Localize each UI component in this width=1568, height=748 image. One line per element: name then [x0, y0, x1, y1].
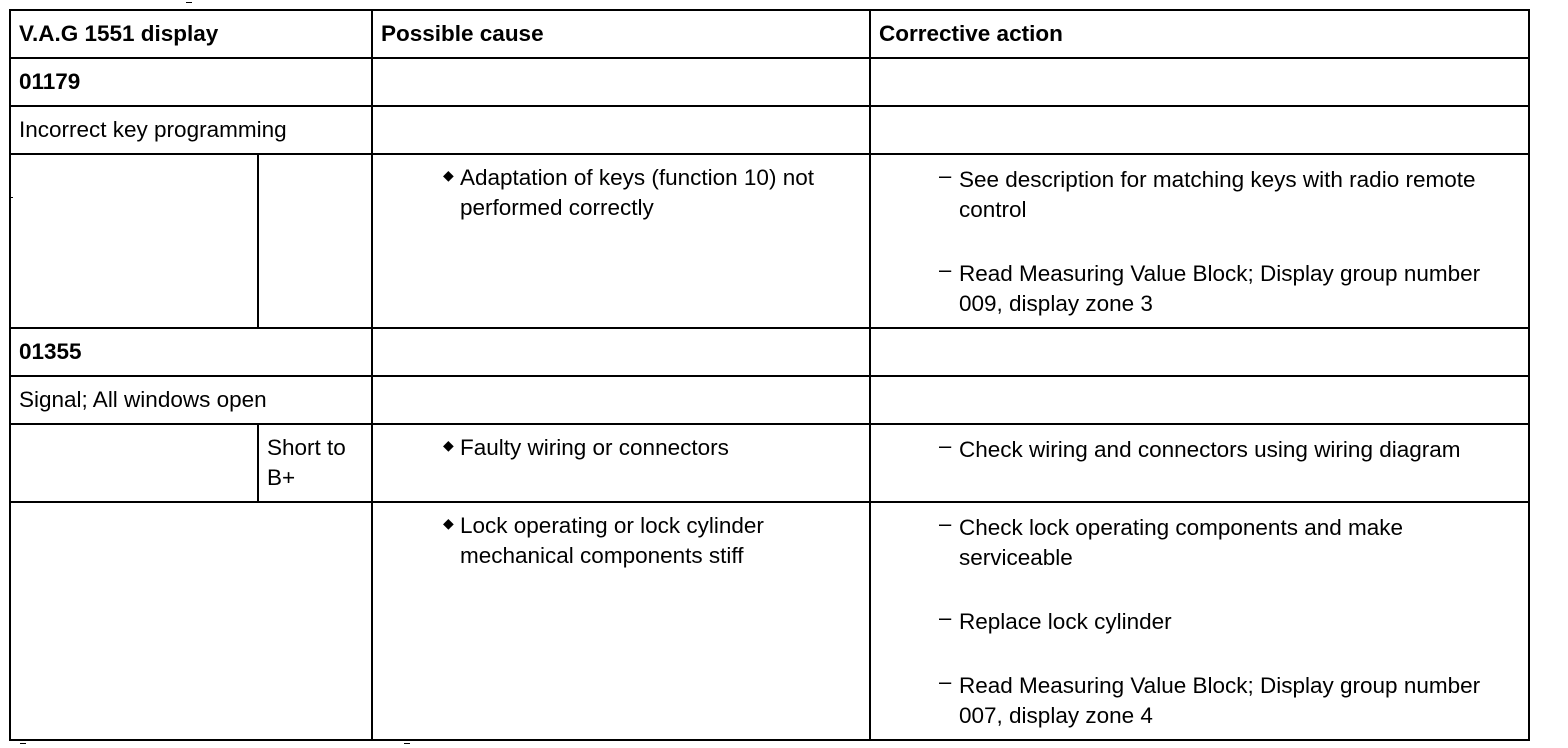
scan-tick-mark [20, 743, 26, 744]
action-item: – Read Measuring Value Block; Display gr… [879, 257, 1520, 319]
empty-cell [869, 327, 1530, 377]
fault-code: 01355 [9, 327, 373, 377]
cause-item: ◆ Adaptation of keys (function 10) not p… [381, 163, 861, 223]
cause-cell: ◆ Faulty wiring or connectors [371, 423, 871, 503]
action-text: See description for matching keys with r… [959, 167, 1476, 222]
action-cell: – See description for matching keys with… [869, 153, 1530, 329]
empty-cell [9, 153, 259, 329]
action-cell: – Check wiring and connectors using wiri… [869, 423, 1530, 503]
action-text: Read Measuring Value Block; Display grou… [959, 261, 1481, 316]
action-text: Check wiring and connectors using wiring… [959, 437, 1461, 462]
empty-cell [371, 327, 871, 377]
cause-text: Adaptation of keys (function 10) not per… [460, 165, 814, 220]
action-item: – Check lock operating components and ma… [879, 511, 1520, 573]
dash-bullet-icon: – [939, 669, 952, 694]
cause-text: Lock operating or lock cylinder mechanic… [460, 513, 764, 568]
action-text: Read Measuring Value Block; Display grou… [959, 673, 1481, 728]
scan-tick-mark [186, 2, 192, 3]
dash-bullet-icon: – [939, 511, 952, 536]
action-cell: – Check lock operating components and ma… [869, 501, 1530, 741]
table-row: 01355 [9, 327, 1530, 377]
empty-cell [371, 105, 871, 155]
cause-cell: ◆ Lock operating or lock cylinder mechan… [371, 501, 871, 741]
table-row: Signal; All windows open [9, 375, 1530, 425]
header-action: Corrective action [869, 9, 1530, 59]
table-row: ◆ Adaptation of keys (function 10) not p… [9, 153, 1530, 329]
empty-cell [371, 375, 871, 425]
empty-cell [869, 375, 1530, 425]
empty-cell [9, 501, 373, 741]
fault-code: 01179 [9, 57, 373, 107]
action-item: – See description for matching keys with… [879, 163, 1520, 225]
action-item: – Replace lock cylinder [879, 605, 1520, 637]
table-row: 01179 [9, 57, 1530, 107]
header-row: V.A.G 1551 display Possible cause Correc… [9, 9, 1530, 59]
cause-text: Faulty wiring or connectors [460, 435, 729, 460]
dash-bullet-icon: – [939, 257, 952, 282]
action-item: – Read Measuring Value Block; Display gr… [879, 669, 1520, 731]
dash-bullet-icon: – [939, 433, 952, 458]
dash-bullet-icon: – [939, 605, 952, 630]
scan-tick-mark [404, 743, 410, 744]
header-cause: Possible cause [371, 9, 871, 59]
empty-cell [869, 105, 1530, 155]
fault-description: Signal; All windows open [9, 375, 373, 425]
fault-condition: Short to B+ [257, 423, 373, 503]
cause-item: ◆ Lock operating or lock cylinder mechan… [381, 511, 861, 571]
action-item: – Check wiring and connectors using wiri… [879, 433, 1520, 465]
action-text: Check lock operating components and make… [959, 515, 1404, 570]
empty-cell [257, 153, 373, 329]
dash-bullet-icon: – [939, 163, 952, 188]
table-row: Incorrect key programming [9, 105, 1530, 155]
cause-item: ◆ Faulty wiring or connectors [381, 433, 861, 463]
fault-description: Incorrect key programming [9, 105, 373, 155]
scan-tick-mark [10, 197, 13, 198]
cause-cell: ◆ Adaptation of keys (function 10) not p… [371, 153, 871, 329]
empty-cell [371, 57, 871, 107]
table-row: Short to B+ ◆ Faulty wiring or connector… [9, 423, 1530, 503]
table-row: ◆ Lock operating or lock cylinder mechan… [9, 501, 1530, 741]
diamond-bullet-icon: ◆ [443, 515, 454, 531]
diamond-bullet-icon: ◆ [443, 437, 454, 453]
empty-cell [869, 57, 1530, 107]
header-display: V.A.G 1551 display [9, 9, 373, 59]
empty-cell [9, 423, 259, 503]
fault-table: V.A.G 1551 display Possible cause Correc… [9, 9, 1530, 741]
diamond-bullet-icon: ◆ [443, 167, 454, 183]
action-text: Replace lock cylinder [959, 609, 1172, 634]
